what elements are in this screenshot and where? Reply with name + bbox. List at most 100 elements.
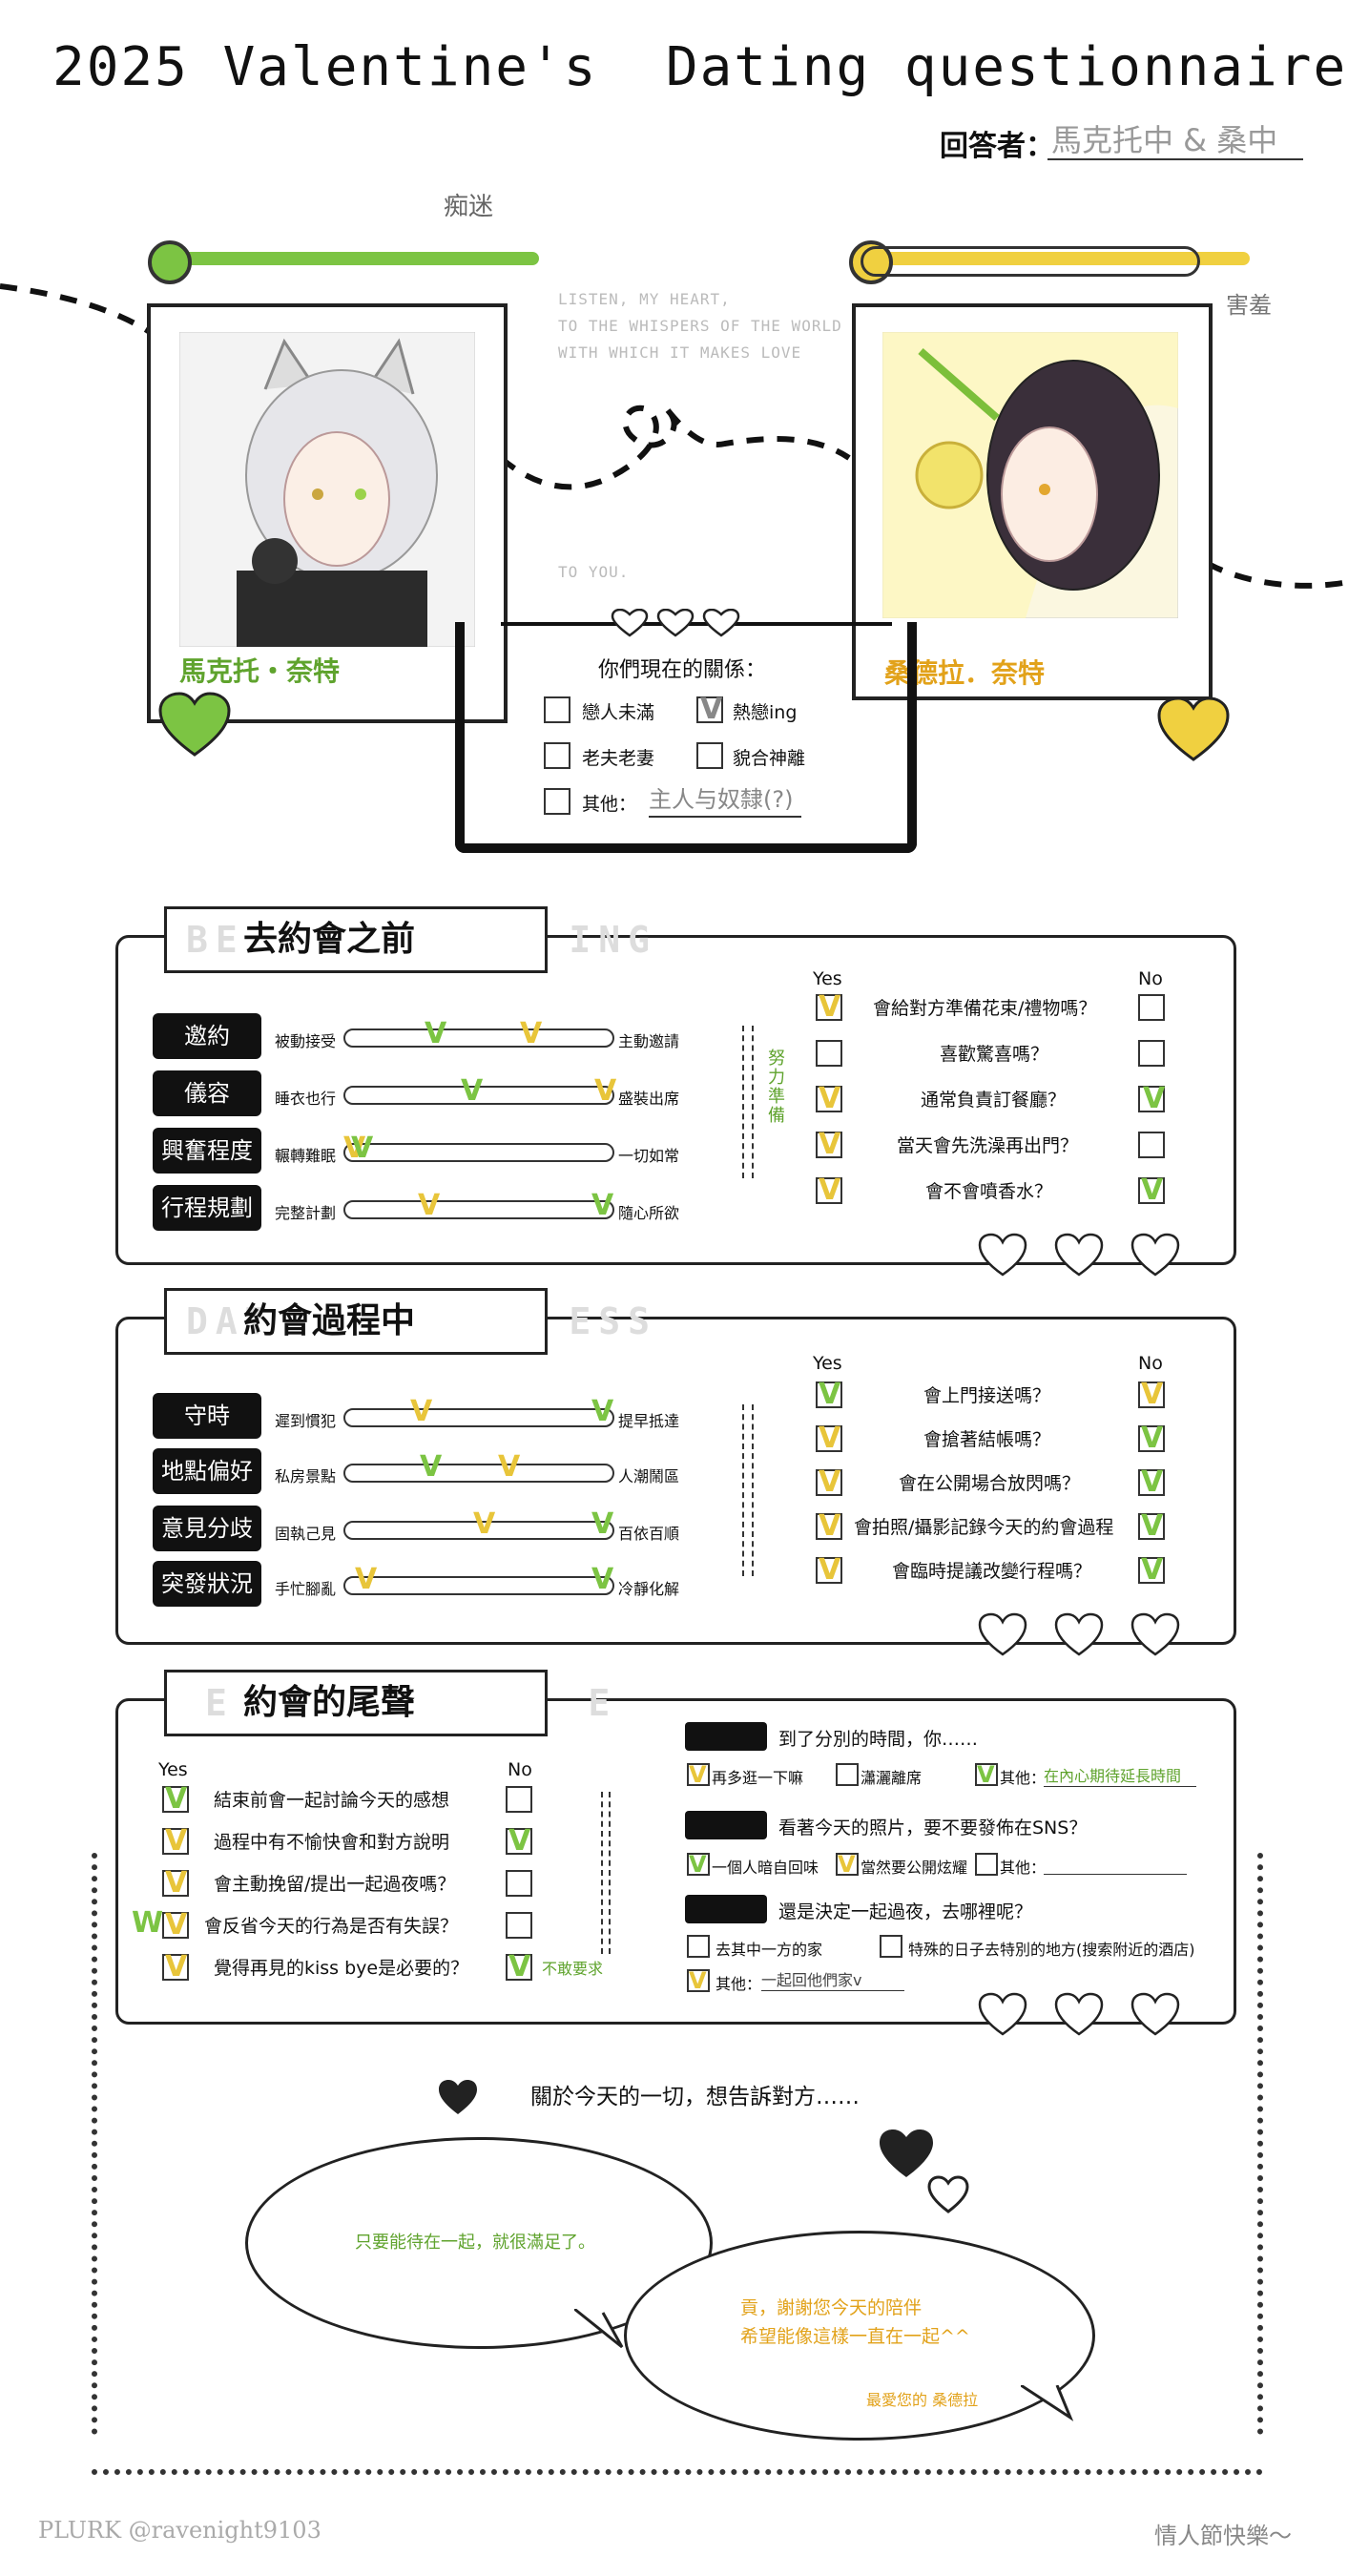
ending-q5-yes[interactable]: V xyxy=(162,1953,189,1982)
during-q4-no[interactable]: V xyxy=(1138,1512,1165,1541)
ending-right-q1-opt2-cb[interactable] xyxy=(836,1763,859,1786)
before-q2-no[interactable] xyxy=(1138,1040,1165,1067)
during-q2-no[interactable]: V xyxy=(1138,1424,1165,1453)
dotted-border-left xyxy=(92,1853,103,2435)
right-note: 害羞 xyxy=(1226,292,1272,319)
left-message: 只要能待在一起，就很滿足了。 xyxy=(355,2233,595,2253)
during-q2-yes[interactable]: V xyxy=(816,1424,842,1453)
slider-left-punctual: 遲到慣犯 xyxy=(275,1412,337,1430)
ending-right-q2-other-cb[interactable] xyxy=(975,1853,998,1876)
divider-during xyxy=(742,1404,754,1576)
before-no-header: No xyxy=(1138,968,1163,989)
slider-right-excitement: 一切如常 xyxy=(618,1147,680,1165)
slider-label-punctual: 守時 xyxy=(153,1393,261,1439)
ending-q3-yes[interactable]: V xyxy=(162,1869,189,1898)
slider-track-disagree[interactable] xyxy=(343,1521,614,1540)
slider-right-planning: 隨心所欲 xyxy=(618,1204,680,1222)
section-ending-hearts xyxy=(978,1992,1180,2036)
ending-q4-yes[interactable]: V xyxy=(162,1911,189,1940)
slider-track-appearance[interactable] xyxy=(343,1086,614,1105)
slider-left-disagree: 固執己見 xyxy=(275,1525,337,1543)
redacted-bar-3 xyxy=(685,1895,767,1923)
during-q3-yes[interactable]: V xyxy=(816,1468,842,1497)
relationship-title: 你們現在的關係： xyxy=(598,658,767,682)
ending-right-q2-opt2-cb[interactable]: V xyxy=(836,1853,859,1876)
left-note: 痴迷 xyxy=(444,193,494,221)
slider-track-emergency[interactable] xyxy=(343,1576,614,1595)
ending-right-q1-other: 其他： xyxy=(1000,1769,1047,1787)
ending-q2-text: 過程中有不愉快會和對方說明 xyxy=(214,1832,450,1853)
ending-right-q1-other-cb[interactable]: V xyxy=(975,1763,998,1786)
during-q1-yes[interactable]: V xyxy=(816,1381,842,1409)
before-q4-yes[interactable]: V xyxy=(816,1131,842,1159)
answerer-underline xyxy=(1047,158,1303,160)
slider-mark-emergency-yellow: V xyxy=(355,1563,378,1596)
relationship-box xyxy=(455,622,917,853)
answerer-value: 馬克托中 & 桑中 xyxy=(1051,122,1278,158)
outline-heart-icon xyxy=(927,2175,969,2213)
redacted-bar-1 xyxy=(685,1722,767,1751)
ending-right-q3-opt1: 去其中一方的家 xyxy=(715,1941,823,1959)
ending-q1-yes[interactable]: V xyxy=(162,1785,189,1814)
before-q1-yes[interactable]: V xyxy=(816,993,842,1022)
slider-track-invite[interactable] xyxy=(343,1028,614,1048)
ending-q3-no[interactable] xyxy=(506,1870,532,1897)
relationship-checkbox-4[interactable] xyxy=(696,742,723,769)
right-message-sign: 最愛您的 桑德拉 xyxy=(866,2391,979,2409)
relationship-checkbox-other[interactable] xyxy=(544,788,570,815)
before-q4-text: 當天會先洗澡再出門？ xyxy=(897,1135,1079,1156)
during-q4-yes[interactable]: V xyxy=(816,1512,842,1541)
during-q5-yes[interactable]: V xyxy=(816,1556,842,1585)
before-q1-no[interactable] xyxy=(1138,994,1165,1021)
right-message-1: 貢，謝謝您今天的陪伴 xyxy=(740,2297,923,2318)
during-q1-no[interactable]: V xyxy=(1138,1381,1165,1409)
slider-label-disagree: 意見分歧 xyxy=(153,1506,261,1551)
ending-q4-no[interactable] xyxy=(506,1912,532,1939)
during-q5-no[interactable]: V xyxy=(1138,1556,1165,1585)
relationship-checkbox-3[interactable] xyxy=(544,742,570,769)
ending-right-q3-opt2-cb[interactable] xyxy=(880,1935,902,1958)
ending-q5-no[interactable]: V xyxy=(506,1953,532,1982)
section-during xyxy=(115,1317,1236,1645)
before-q5-no[interactable]: V xyxy=(1138,1176,1165,1205)
relationship-option-3: 老夫老妻 xyxy=(582,748,655,769)
relationship-checkbox-1[interactable] xyxy=(544,696,570,723)
ending-right-q3-opt1-cb[interactable] xyxy=(687,1935,710,1958)
relationship-option-1: 戀人未滿 xyxy=(582,702,655,723)
slider-track-excitement[interactable] xyxy=(343,1143,614,1162)
ending-q2-yes[interactable]: V xyxy=(162,1827,189,1856)
footer-credit: PLURK @ravenight9103 xyxy=(38,2517,321,2544)
ending-q2-no[interactable]: V xyxy=(506,1827,532,1856)
poem-end: TO YOU. xyxy=(558,563,630,581)
ending-right-q3-other-cb[interactable]: V xyxy=(687,1969,710,1992)
before-q1-text: 會給對方準備花束/禮物嗎？ xyxy=(873,998,1097,1019)
before-q3-no[interactable]: V xyxy=(1138,1085,1165,1113)
ending-right-q2-opt1-cb[interactable]: V xyxy=(687,1853,710,1876)
section-ending-ghost: E E xyxy=(205,1682,618,1724)
ending-q5-text: 覺得再見的kiss bye是必要的？ xyxy=(214,1958,469,1979)
left-polaroid: 馬克托・奈特 xyxy=(147,303,508,723)
message-title: 關於今天的一切，想告訴對方…… xyxy=(530,2085,860,2109)
ending-yes-header: Yes xyxy=(158,1759,188,1780)
slider-track-location[interactable] xyxy=(343,1464,614,1483)
divider-before xyxy=(742,1026,754,1178)
section-before-hearts xyxy=(978,1233,1180,1277)
during-q4-text: 會拍照/攝影記錄今天的約會過程 xyxy=(854,1517,1114,1538)
slider-label-emergency: 突發狀況 xyxy=(153,1561,261,1607)
relationship-checkbox-2[interactable]: V xyxy=(696,696,723,724)
slider-mark-punctual-yellow: V xyxy=(410,1395,433,1428)
slider-mark-planning-green: V xyxy=(591,1189,614,1222)
slider-track-planning[interactable] xyxy=(343,1200,614,1219)
ending-right-q1-opt1-cb[interactable]: V xyxy=(687,1763,710,1786)
before-q3-yes[interactable]: V xyxy=(816,1085,842,1113)
during-q3-no[interactable]: V xyxy=(1138,1468,1165,1497)
slider-label-excitement: 興奮程度 xyxy=(153,1128,261,1174)
slider-left-emergency: 手忙腳亂 xyxy=(275,1580,337,1598)
before-q5-yes[interactable]: V xyxy=(816,1176,842,1205)
slider-right-emergency: 冷靜化解 xyxy=(618,1580,680,1598)
dashed-path-decoration xyxy=(0,283,1348,589)
slider-track-punctual[interactable] xyxy=(343,1408,614,1427)
before-q2-yes[interactable] xyxy=(816,1040,842,1067)
before-q4-no[interactable] xyxy=(1138,1132,1165,1158)
ending-q1-no[interactable] xyxy=(506,1786,532,1813)
